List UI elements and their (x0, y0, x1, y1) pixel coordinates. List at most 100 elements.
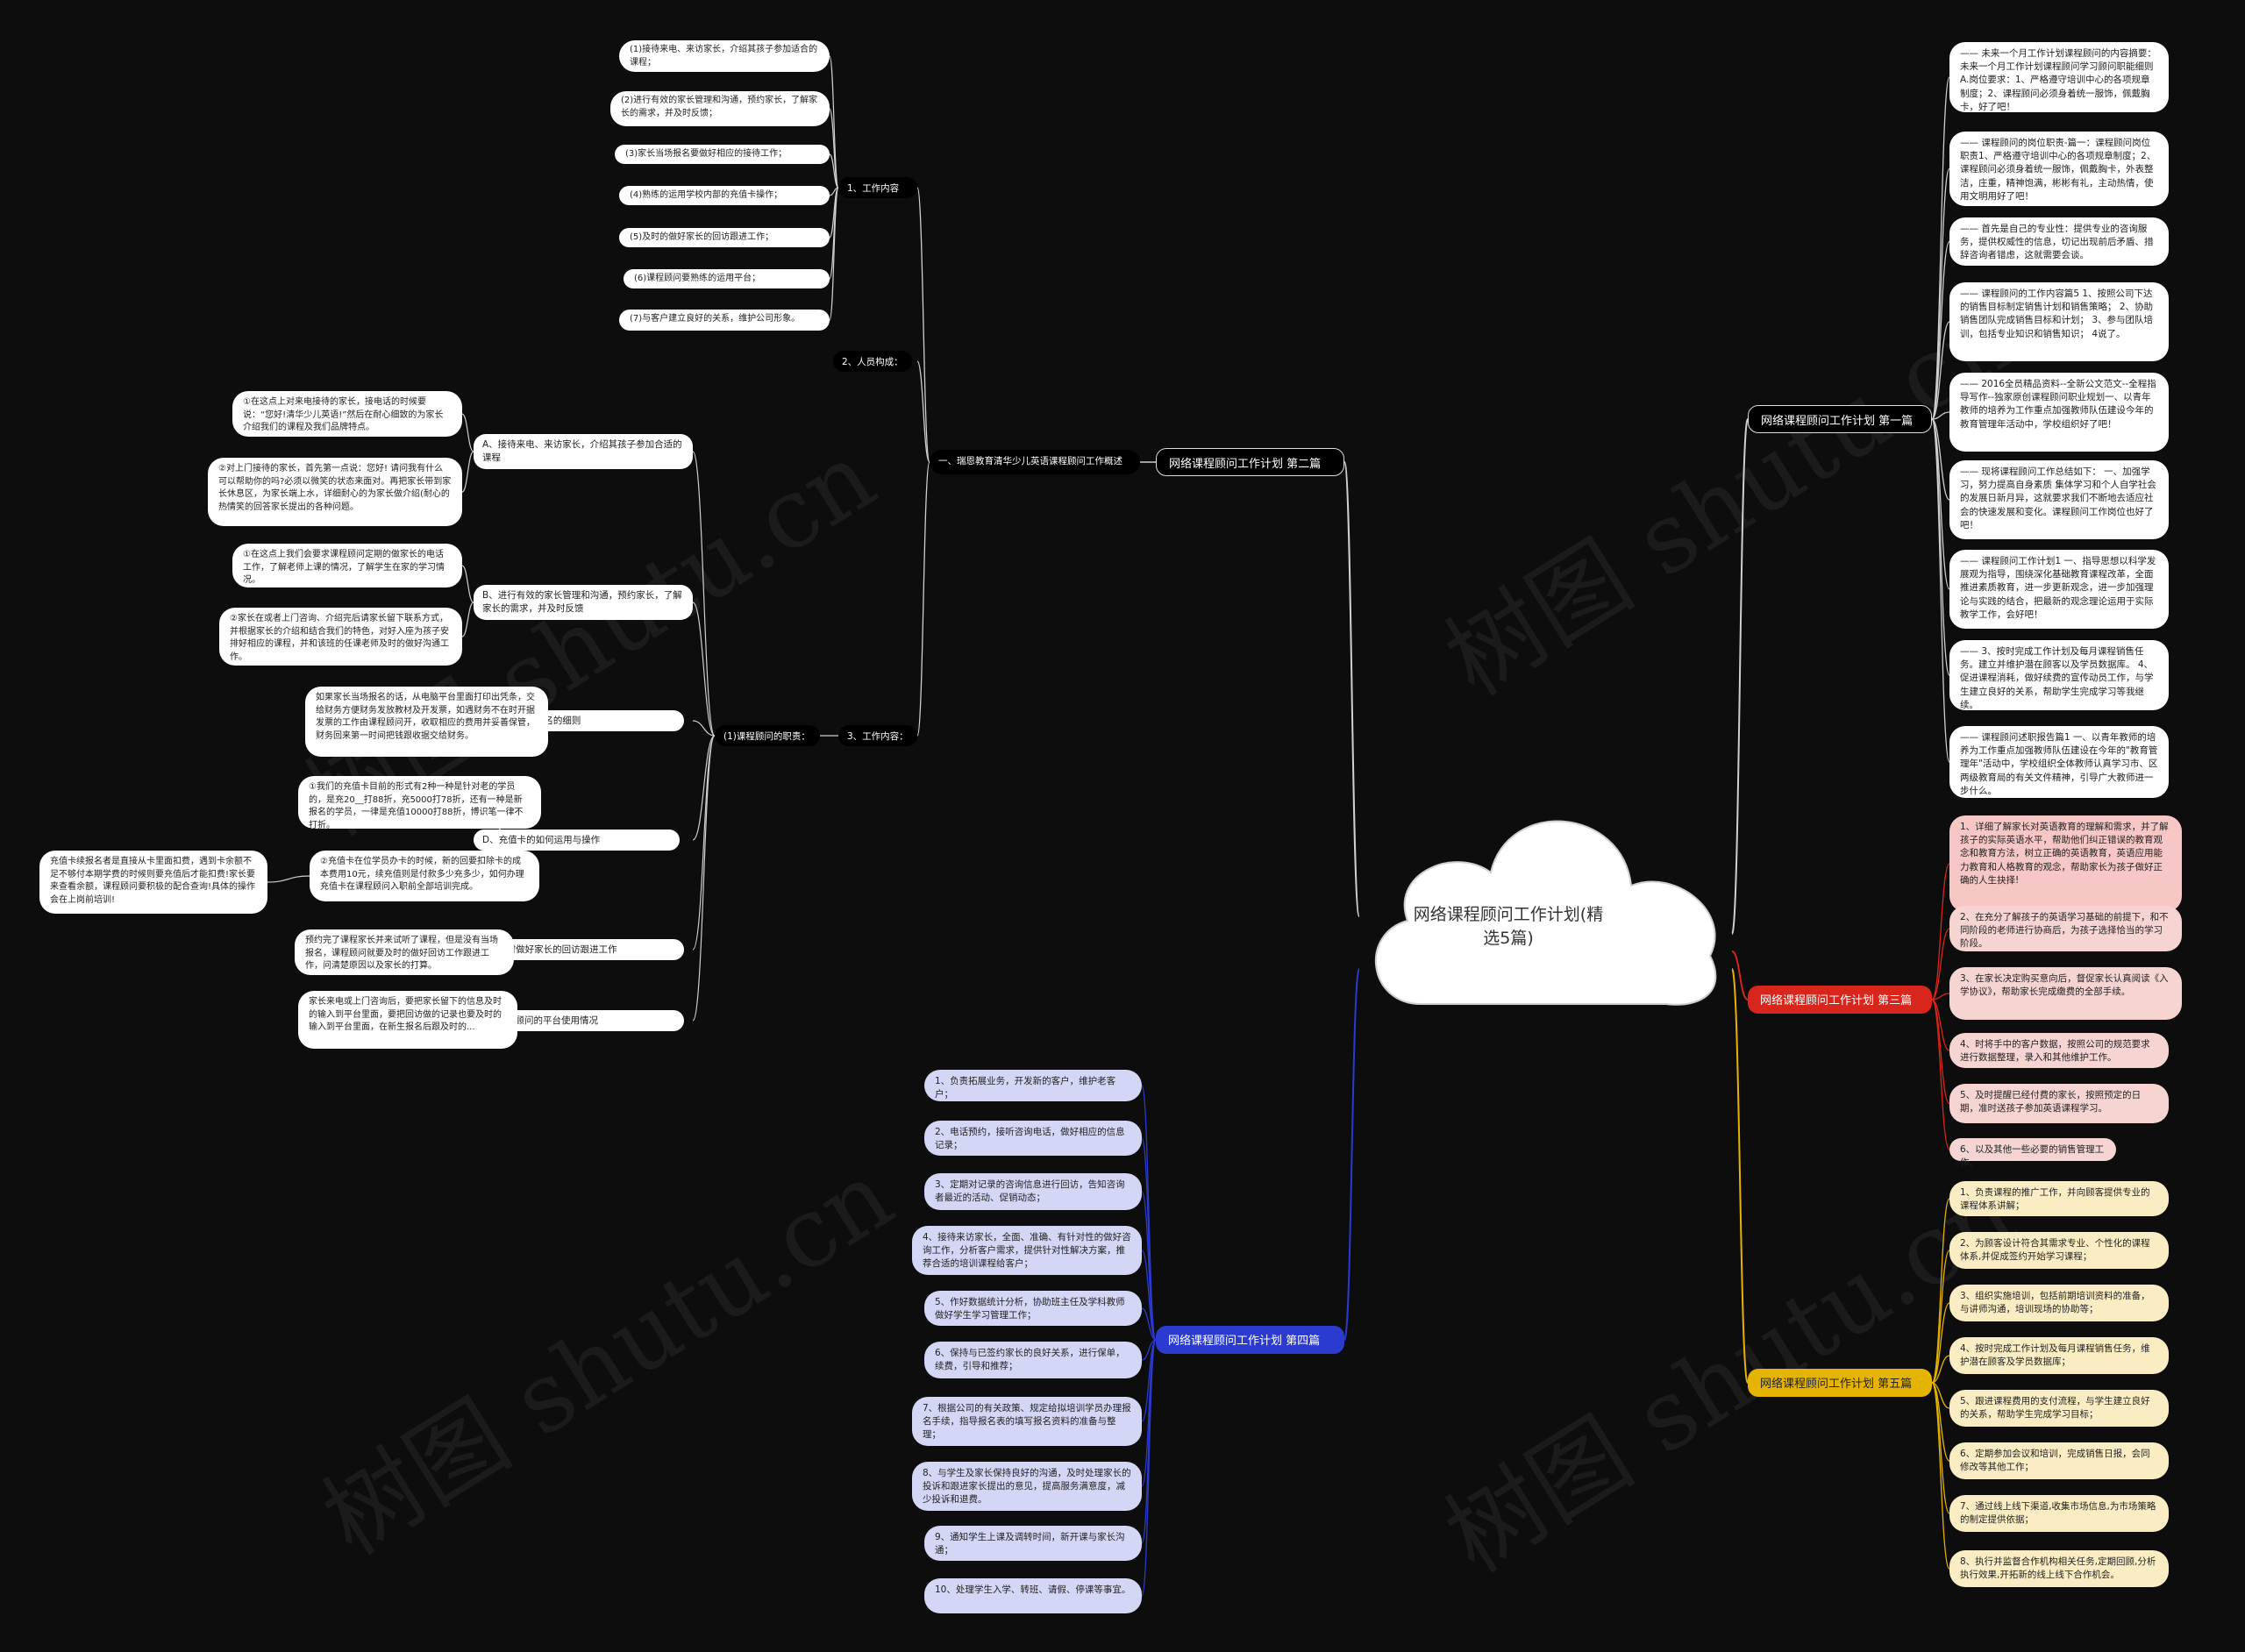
branch-fourth-item[interactable]: 7、根据公司的有关政策、规定给拟培训学员办理报名手续，指导报名表的填写报名资料的… (912, 1397, 1142, 1446)
branch-fifth-item[interactable]: 2、为顾客设计符合其需求专业、个性化的课程体系,并促成签约开始学习课程； (1949, 1232, 2169, 1269)
branch-fifth-item[interactable]: 6、定期参加会议和培训，完成销售日报，会同修改等其他工作； (1949, 1442, 2169, 1479)
connector-line (461, 602, 474, 637)
branch-third-item[interactable]: 4、时将手中的客户数据，按照公司的规范要求进行数据整理，录入和其他维护工作。 (1949, 1033, 2169, 1068)
duty-detail-item[interactable]: 预约完了课程家长并来试听了课程，但是没有当场报名，课程顾问就要及时的做好回访工作… (295, 929, 514, 975)
connector-line (1931, 1355, 1950, 1384)
branch-fourth-label[interactable]: 网络课程顾问工作计划 第四篇 (1156, 1326, 1344, 1354)
duty-detail-item[interactable]: 家长来电或上门咨询后，要把家长留下的信息及时的输入到平台里面，要把回访做的记录也… (298, 991, 517, 1049)
duty-detail-item[interactable]: ①在这点上对来电接待的家长，接电话的时候要说：“您好!清华少儿英语!”然后在耐心… (232, 391, 462, 437)
connector-line (1931, 993, 1950, 1000)
work-content-item[interactable]: (2)进行有效的家长管理和沟通，预约家长，了解家长的需求，并及时反馈； (610, 91, 830, 126)
branch-first-item[interactable]: —— 首先是自己的专业性：提供专业的咨询服务，提供权威性的信息，切记出现前后矛盾… (1949, 217, 2169, 266)
connector-line (1931, 1250, 1950, 1384)
branch-second-label[interactable]: 网络课程顾问工作计划 第二篇 (1156, 448, 1344, 476)
branch-fourth-item[interactable]: 9、通知学生上课及调转时间，新开课与家长沟通； (924, 1526, 1142, 1561)
work-content-item[interactable]: (7)与客户建立良好的关系，维护公司形象。 (619, 310, 830, 331)
connector-line (1931, 418, 1950, 501)
branch-first-item[interactable]: —— 课程顾问的工作内容篇5 1、按照公司下达的销售目标制定销售计划和销售策略；… (1949, 282, 2169, 361)
branch-first-label[interactable]: 网络课程顾问工作计划 第一篇 (1748, 405, 1932, 433)
connector-line (1731, 951, 1749, 1000)
duty-detail-item[interactable]: ②对上门接待的家长，首先第一点说：您好! 请问我有什么可以帮助你的吗?必须以微笑… (208, 458, 462, 526)
branch-fourth-item[interactable]: 5、作好数据统计分析，协助班主任及学科教师做好学生学习管理工作； (924, 1291, 1142, 1326)
connector-line (1141, 1250, 1157, 1341)
branch-first-item[interactable]: —— 2016全员精品资料--全新公文范文--全程指导写作--独家原创课程顾问职… (1949, 373, 2169, 452)
branch-first-item[interactable]: —— 3、按时完成工作计划及每月课程销售任务。建立并维护潜在顾客以及学员数据库。… (1949, 640, 2169, 710)
connector-line (1931, 418, 1950, 590)
connector-line (1731, 418, 1749, 935)
center-cloud (1374, 820, 1717, 1006)
branch-third-item[interactable]: 6、以及其他一些必要的销售管理工作。 (1949, 1138, 2116, 1168)
connector-line (1141, 1339, 1157, 1544)
connector-line (916, 187, 930, 463)
staff-node[interactable]: 2、人员构成： (833, 351, 912, 372)
duty-node[interactable]: (1)课程顾问的职责： (715, 725, 820, 746)
branch-first-item[interactable]: —— 课程顾问的岗位职责-篇一：课程顾问岗位职责1、严格遵守培训中心的各项规章制… (1949, 132, 2169, 206)
branch-fourth-item[interactable]: 8、与学生及家长保持良好的沟通，及时处理家长的投诉和跟进家长提出的意见，提高服务… (912, 1462, 1142, 1511)
connector-line (1931, 928, 1950, 1000)
branch-fourth-item[interactable]: 4、接待来访家长，全面、准确、有针对性的做好咨询工作，分析客户需求，提供针对性解… (912, 1226, 1142, 1275)
branch-first-item[interactable]: —— 现将课程顾问工作总结如下： 一、加强学习，努力提高自身素质 集体学习和个人… (1949, 460, 2169, 539)
connector-line (1931, 999, 1950, 1150)
duty-a-node[interactable]: A、接待来电、来访家长，介绍其孩子参加合适的课程 (474, 434, 693, 469)
recharge-note[interactable]: 充值卡续报名者是直接从卡里面扣费，遇到卡余额不足不够付本期学费的时候则要充值后才… (39, 851, 267, 914)
branch-third-item[interactable]: 1、详细了解家长对英语教育的理解和需求，并了解孩子的实际英语水平，帮助他们纠正错… (1949, 815, 2182, 912)
branch-fourth-item[interactable]: 3、定期对记录的咨询信息进行回访，告知咨询者最近的活动、促销动态； (924, 1173, 1142, 1210)
central-topic[interactable]: 网络课程顾问工作计划(精选5篇) (1413, 905, 1604, 948)
connector-line (1141, 1307, 1157, 1341)
connector-line (267, 875, 310, 883)
branch-fifth-item[interactable]: 5、跟进课程费用的支付流程，与学生建立良好的关系，帮助学生完成学习目标； (1949, 1390, 2169, 1427)
connector-line (692, 451, 716, 737)
connector-line (1931, 863, 1950, 1000)
connector-line (1343, 968, 1360, 1341)
duty-detail-item[interactable]: ①在这点上我们会要求课程顾问定期的做家长的电话工作，了解老师上课的情况，了解学生… (232, 544, 462, 587)
branch-fourth-item[interactable]: 10、处理学生入学、转班、请假、停课等事宜。 (924, 1578, 1142, 1613)
branch-fourth-item[interactable]: 2、电话预约，接听咨询电话，做好相应的信息记录； (924, 1121, 1142, 1156)
branch-first-item[interactable]: —— 课程顾问工作计划1 一、指导思想以科学发展观为指导，围绕深化基础教育课程改… (1949, 550, 2169, 629)
branch-third-item[interactable]: 2、在充分了解孩子的英语学习基础的前提下，和不同阶段的老师进行协商后，为孩子选择… (1949, 906, 2182, 951)
duty-detail-item[interactable]: ②家长在或者上门咨询、介绍完后请家长留下联系方式，并根据家长的介绍和结合我们的特… (219, 608, 462, 666)
duty-d-node[interactable]: D、充值卡的如何运用与操作 (474, 830, 680, 851)
work-content-item[interactable]: (6)课程顾问要熟练的运用平台； (624, 269, 830, 288)
connector-line (1931, 1382, 1950, 1570)
branch-fourth-item[interactable]: 1、负责拓展业务，开发新的客户，维护老客户； (924, 1070, 1142, 1101)
connector-line (1343, 461, 1360, 917)
branch-third-label[interactable]: 网络课程顾问工作计划 第三篇 (1748, 986, 1932, 1014)
branch-third-item[interactable]: 3、在家长决定购买意向后，督促家长认真阅读《入学协议》，帮助家长完成缴费的全部手… (1949, 967, 2182, 1020)
connector-line (692, 735, 716, 841)
duty-b-node[interactable]: B、进行有效的家长管理和沟通，预约家长，了解家长的需求，并及时反馈 (474, 585, 693, 620)
connector-line (461, 565, 474, 603)
work-content-item[interactable]: (3)家长当场报名要做好相应的接待工作； (615, 145, 830, 164)
connector-line (1931, 418, 1950, 763)
work-content-node[interactable]: 1、工作内容 (838, 177, 917, 198)
connector-line (916, 360, 930, 463)
connector-line (1931, 321, 1950, 420)
branch-fifth-item[interactable]: 7、通过线上线下渠道,收集市场信息,为市场策略的制定提供依据； (1949, 1495, 2169, 1532)
work-content-item[interactable]: (1)接待来电、来访家长，介绍其孩子参加适合的课程； (619, 40, 830, 72)
overview-node[interactable]: 一、瑞恩教育清华少儿英语课程顾问工作概述 (930, 450, 1140, 474)
connector-line (692, 735, 716, 1022)
connector-line (461, 451, 474, 493)
branch-first-item[interactable]: —— 课程顾问述职报告篇1 一、以青年教师的培养为工作重点加强教师队伍建设在今年… (1949, 726, 2169, 798)
branch-fifth-item[interactable]: 1、负责课程的推广工作，并向顾客提供专业的课程体系讲解； (1949, 1181, 2169, 1216)
work-content-item[interactable]: (5)及时的做好家长的回访跟进工作； (619, 228, 830, 247)
branch-fourth-item[interactable]: 6、保持与已签约家长的良好关系，进行保单，续费，引导和推荐； (924, 1342, 1142, 1378)
connector-line (461, 413, 474, 452)
connector-line (916, 461, 930, 737)
branch-fifth-item[interactable]: 8、执行并监督合作机构相关任务,定期回顾,分析执行效果,开拓新的线上线下合作机会… (1949, 1550, 2169, 1587)
connector-line (829, 187, 839, 321)
branch-fifth-item[interactable]: 4、按时完成工作计划及每月课程销售任务，维护潜在顾客及学员数据库； (1949, 1337, 2169, 1374)
work-content-node[interactable]: 3、工作内容： (838, 725, 917, 746)
work-content-item[interactable]: (4)熟练的运用学校内部的充值卡操作； (619, 186, 830, 205)
branch-fifth-item[interactable]: 3、组织实施培训，包括前期培训资料的准备，与讲师沟通，培训现场的协助等； (1949, 1285, 2169, 1321)
connector-line (1931, 1302, 1950, 1384)
duty-detail-item[interactable]: 如果家长当场报名的话，从电脑平台里面打印出凭条，交给财务方便财务发放教材及开发票… (305, 687, 548, 757)
connector-line (692, 602, 716, 737)
duty-detail-item[interactable]: ②充值卡在位学员办卡的时候，新的回要扣除卡的成本费用10元，续充值则是付款多少充… (310, 851, 539, 901)
branch-fifth-label[interactable]: 网络课程顾问工作计划 第五篇 (1748, 1369, 1932, 1397)
duty-detail-item[interactable]: ①我们的充值卡目前的形式有2种一种是针对老的学员的，是充20__打88折，充50… (298, 776, 541, 830)
connector-line (829, 153, 839, 189)
branch-third-item[interactable]: 5、及时提醒已经付费的家长，按照预定的日期，准时送孩子参加英语课程学习。 (1949, 1084, 2169, 1123)
connector-line (1931, 999, 1950, 1105)
branch-first-item[interactable]: —— 未来一个月工作计划课程顾问的内容摘要：未来一个月工作计划课程顾问学习顾问职… (1949, 42, 2169, 112)
connector-line (1931, 1198, 1950, 1384)
